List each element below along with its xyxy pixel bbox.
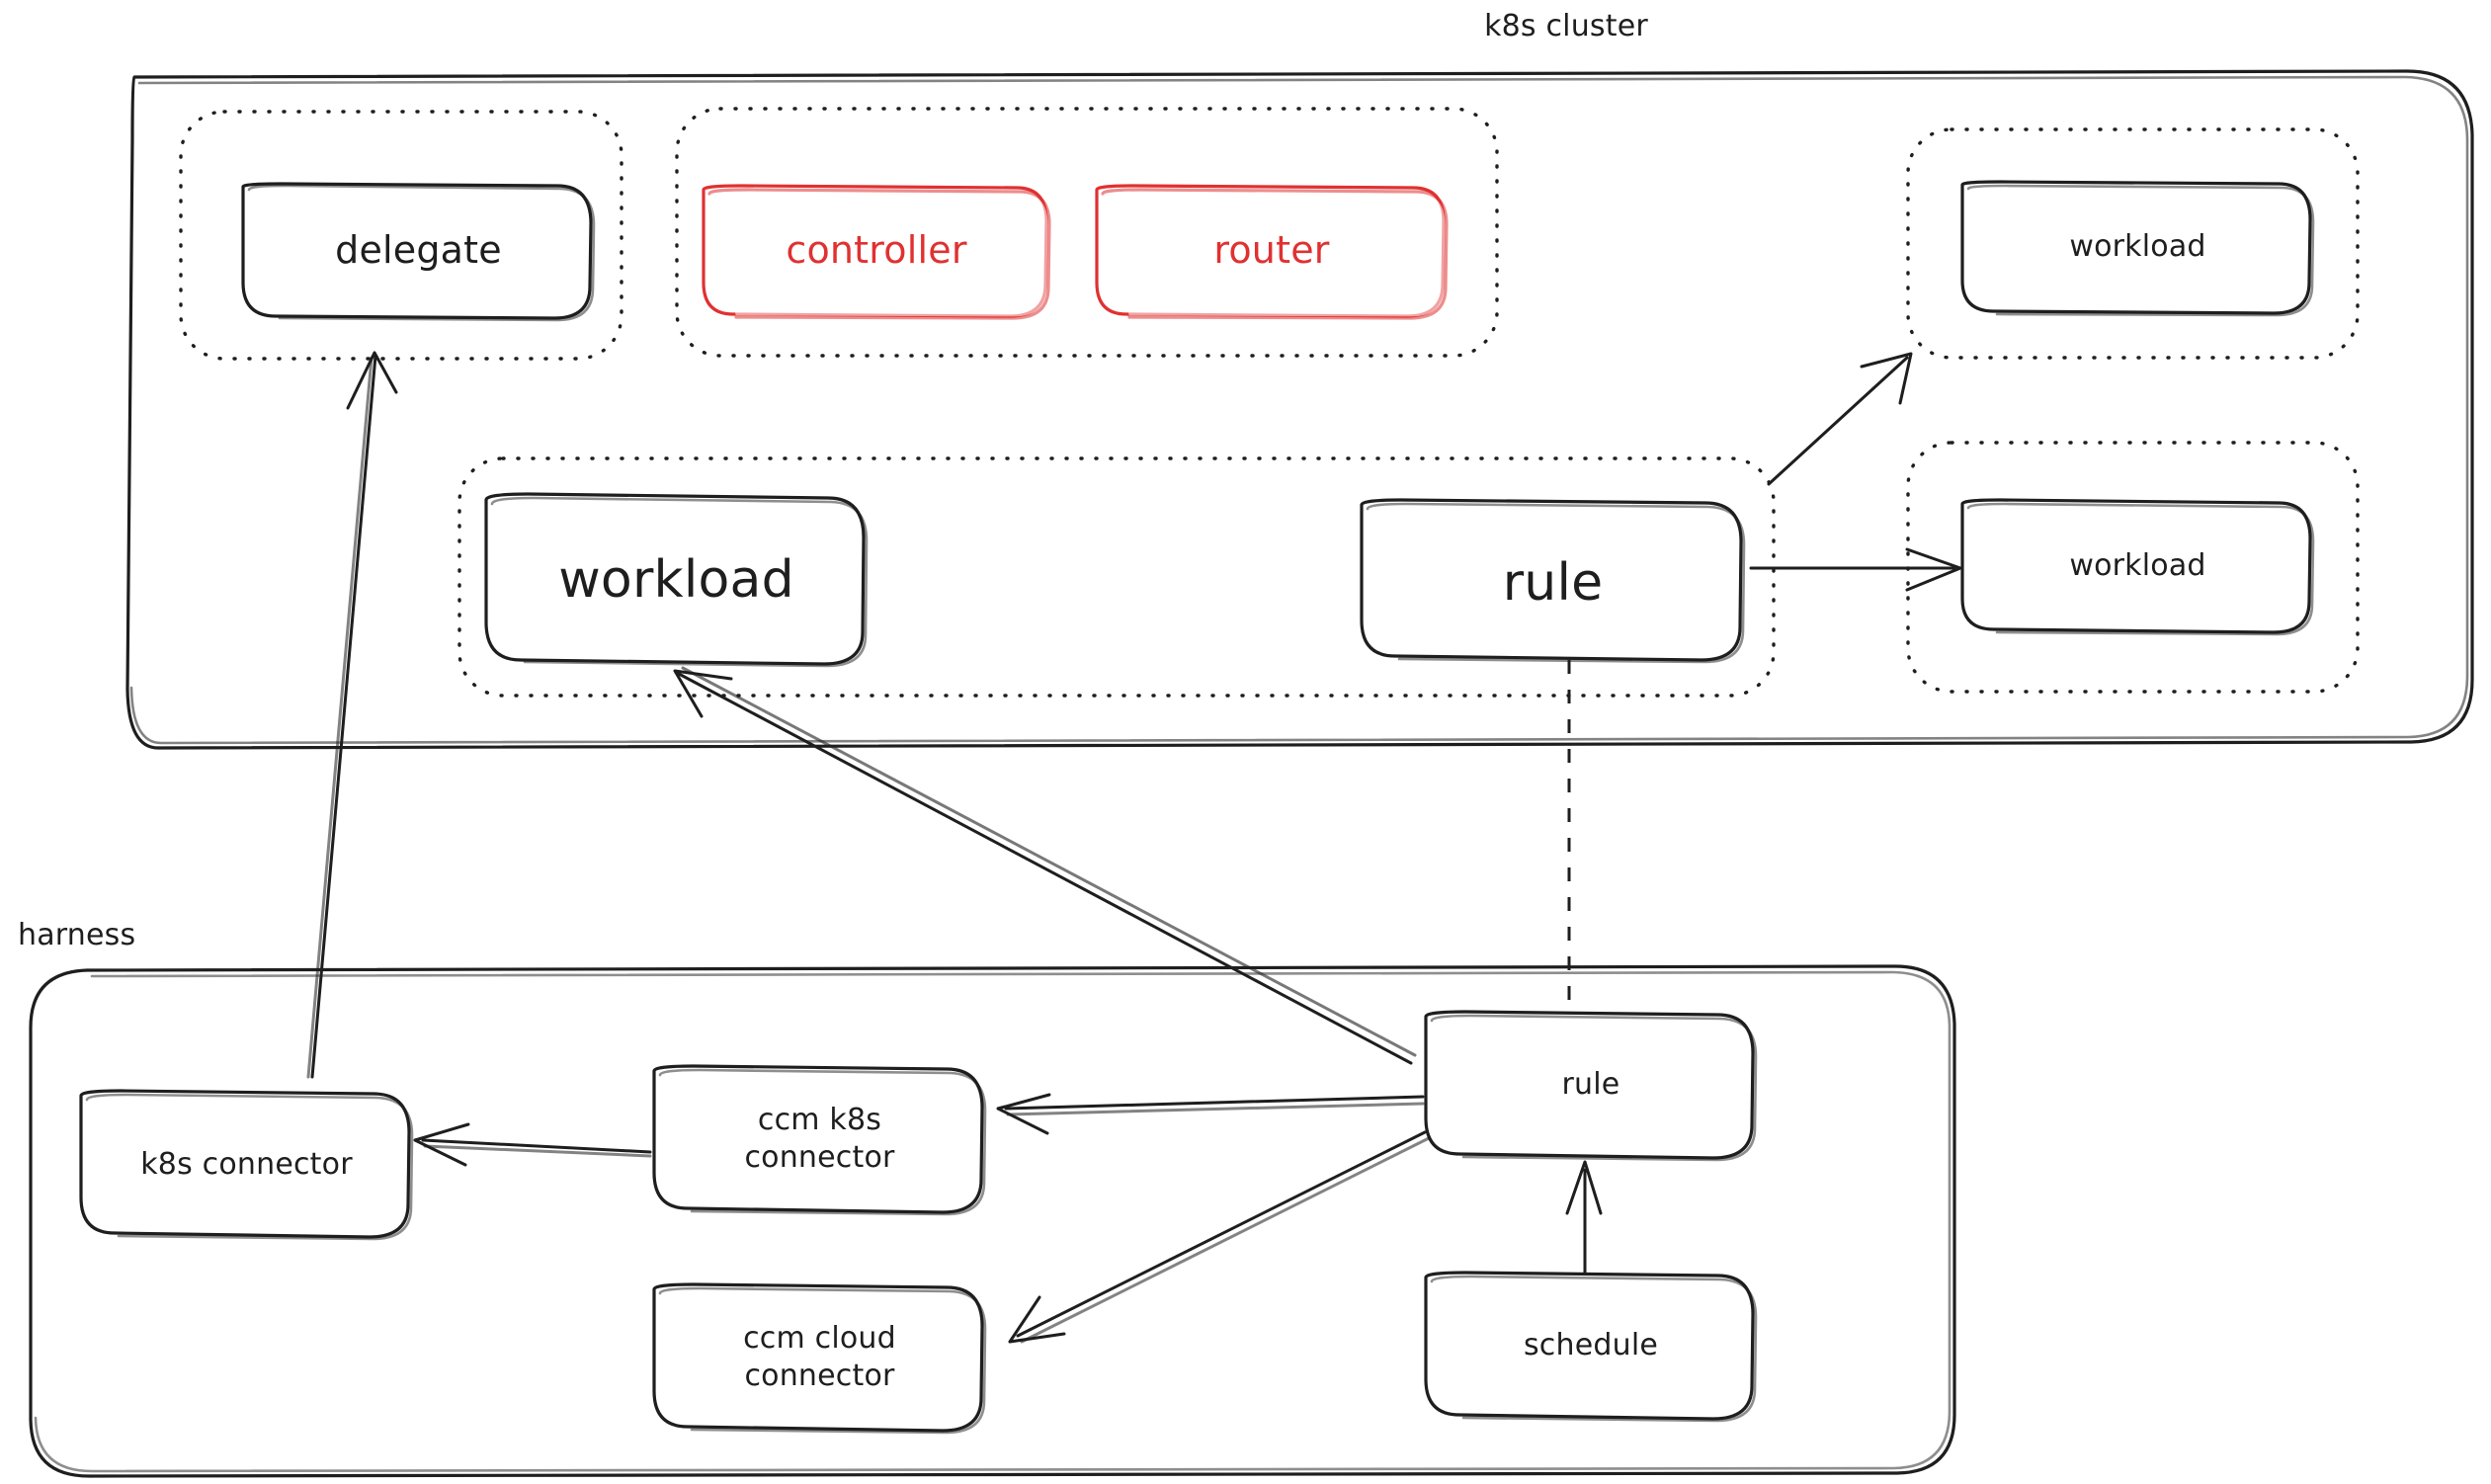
node-rule-harness[interactable]: rule	[1426, 1012, 1756, 1160]
container-k8s-cluster	[125, 69, 2474, 750]
node-schedule-shape	[1424, 1271, 1758, 1423]
node-delegate-label: delegate	[335, 228, 502, 272]
node-workload-bot-right-label: workload	[2069, 548, 2206, 583]
node-rule-harness-label: rule	[1561, 1067, 1620, 1102]
edge-ruleharness-ccmcloud	[1008, 1130, 1431, 1344]
edge-k8sconnector-delegate	[306, 351, 398, 1079]
node-controller-shape	[702, 184, 1051, 320]
node-rule-cluster[interactable]: rule	[1362, 500, 1744, 662]
node-ccm-k8s-connector-shape	[652, 1064, 987, 1216]
edge-schedule-ruleharness	[1565, 1160, 1603, 1275]
node-schedule[interactable]: schedule	[1426, 1273, 1756, 1421]
node-router[interactable]: router	[1097, 186, 1447, 318]
node-ccm-cloud-connector-shape	[652, 1282, 987, 1435]
edge-rulecluster-workloadtopright	[1767, 352, 1913, 486]
node-controller[interactable]: controller	[704, 186, 1049, 318]
node-k8s-connector-shape	[79, 1089, 414, 1241]
node-workload-center-label: workload	[558, 550, 794, 610]
node-rule-harness-shape	[1424, 1010, 1758, 1162]
node-ccm-cloud-connector-label: ccm cloud connector	[743, 1321, 896, 1393]
group-delegate	[179, 110, 623, 361]
node-rule-cluster-shape	[1360, 498, 1746, 664]
container-label-k8s-cluster: k8s cluster	[1484, 9, 1648, 43]
edge-ruleharness-ccmk8s	[996, 1093, 1425, 1135]
edge-ruleharness-workloadcenter	[673, 666, 1417, 1065]
edge-ccmk8s-k8sconnector	[413, 1122, 652, 1167]
node-ccm-k8s-connector-label: ccm k8s connector	[744, 1103, 895, 1175]
node-k8s-connector[interactable]: k8s connector	[81, 1091, 412, 1239]
node-workload-center-shape	[484, 492, 869, 668]
container-label-harness: harness	[18, 918, 136, 952]
node-workload-top-right-label: workload	[2069, 229, 2206, 264]
container-harness	[29, 964, 1956, 1478]
node-workload-bot-right-shape	[1960, 498, 2315, 636]
node-router-label: router	[1213, 228, 1330, 272]
node-router-shape	[1095, 184, 1449, 320]
node-rule-cluster-label: rule	[1502, 553, 1604, 613]
node-ccm-cloud-connector[interactable]: ccm cloud connector	[654, 1284, 985, 1433]
node-schedule-label: schedule	[1523, 1328, 1659, 1362]
group-workload-top-right	[1906, 127, 2360, 360]
node-workload-center[interactable]: workload	[486, 494, 867, 666]
node-workload-top-right[interactable]: workload	[1962, 182, 2313, 315]
node-ccm-k8s-connector[interactable]: ccm k8s connector	[654, 1066, 985, 1214]
edge-rulecluster-workloadbotright	[1749, 547, 1962, 592]
node-delegate[interactable]: delegate	[243, 184, 594, 320]
node-workload-bot-right[interactable]: workload	[1962, 500, 2313, 634]
node-delegate-shape	[241, 182, 596, 322]
node-workload-top-right-shape	[1960, 180, 2315, 317]
node-k8s-connector-label: k8s connector	[140, 1147, 353, 1182]
group-controller-router	[675, 107, 1499, 358]
node-controller-label: controller	[786, 228, 967, 272]
